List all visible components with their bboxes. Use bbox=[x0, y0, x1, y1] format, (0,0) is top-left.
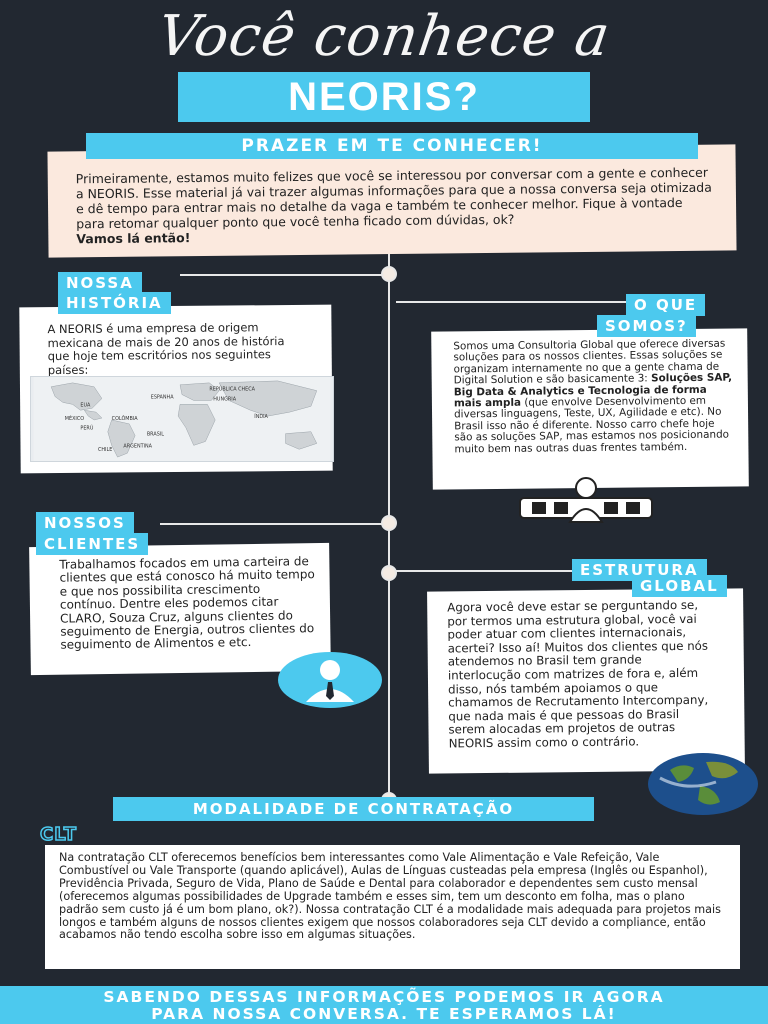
somos-tag: O QUE bbox=[626, 294, 706, 316]
historia-tag-line1: NOSSA bbox=[66, 274, 134, 292]
footer-banner: SABENDO DESSAS INFORMAÇÕES PODEMOS IR AG… bbox=[0, 986, 768, 1024]
country-label: EUA bbox=[80, 402, 91, 408]
clt-card: Na contratação CLT oferecemos benefícios… bbox=[45, 845, 740, 969]
team-icon bbox=[519, 477, 653, 523]
country-label: ÍNDIA bbox=[254, 413, 268, 420]
intro-card: Primeiramente, estamos muito felizes que… bbox=[47, 144, 737, 258]
modalidade-banner: MODALIDADE DE CONTRATAÇÃO bbox=[113, 797, 594, 821]
somos-tag-line2: SOMOS? bbox=[605, 317, 688, 335]
estrutura-card: Agora você deve estar se perguntando se,… bbox=[427, 588, 745, 774]
country-label: COLÔMBIA bbox=[112, 415, 139, 422]
historia-text: A NEORIS é uma empresa de origem mexican… bbox=[47, 320, 285, 377]
historia-tag-2: HISTÓRIA bbox=[58, 292, 171, 314]
country-label: REPÚBLICA CHECA bbox=[209, 386, 255, 393]
footer-line1: SABENDO DESSAS INFORMAÇÕES PODEMOS IR AG… bbox=[103, 988, 665, 1006]
globe-icon bbox=[648, 753, 758, 815]
country-label: ESPANHA bbox=[151, 394, 174, 400]
brand-banner: NEORIS? bbox=[178, 72, 590, 122]
country-label: CHILE bbox=[98, 447, 112, 453]
timeline-connector bbox=[160, 523, 382, 525]
footer-line2: PARA NOSSA CONVERSA. TE ESPERAMOS LÁ! bbox=[151, 1005, 617, 1023]
page-title: Você conhece a bbox=[153, 4, 615, 69]
estrutura-text: Agora você deve estar se perguntando se,… bbox=[447, 597, 709, 751]
world-map-graphic: EUA MÉXICO COLÔMBIA PERÚ BRASIL CHILE AR… bbox=[33, 377, 331, 461]
clt-label: CLT bbox=[39, 823, 77, 846]
timeline-connector bbox=[396, 301, 646, 303]
historia-tag-line2: HISTÓRIA bbox=[66, 294, 163, 312]
clientes-text: Trabalhamos focados em uma carteira de c… bbox=[59, 554, 315, 653]
intro-text: Primeiramente, estamos muito felizes que… bbox=[75, 164, 712, 232]
subtitle-banner: PRAZER EM TE CONHECER! bbox=[86, 133, 698, 159]
clientes-tag-2: CLIENTES bbox=[36, 533, 149, 555]
country-label: ARGENTINA bbox=[123, 443, 152, 449]
country-label: HUNGRIA bbox=[213, 396, 236, 402]
country-label: MÉXICO bbox=[65, 414, 84, 422]
timeline-connector bbox=[396, 570, 574, 572]
country-label: BRASIL bbox=[147, 432, 164, 438]
timeline-dot bbox=[381, 565, 397, 581]
timeline-dot bbox=[381, 515, 397, 531]
historia-tag: NOSSA bbox=[58, 272, 142, 294]
world-map: EUA MÉXICO COLÔMBIA PERÚ BRASIL CHILE AR… bbox=[30, 376, 334, 462]
estrutura-tag-line2: GLOBAL bbox=[640, 577, 719, 595]
person-icon bbox=[278, 652, 382, 708]
clientes-tag-line1: NOSSOS bbox=[44, 514, 126, 532]
timeline-dot bbox=[381, 266, 397, 282]
timeline-connector bbox=[180, 274, 382, 276]
somos-card: Somos uma Consultoria Global que oferece… bbox=[431, 328, 749, 490]
estrutura-tag-line1: ESTRUTURA bbox=[580, 561, 699, 579]
somos-tag-line1: O QUE bbox=[634, 296, 698, 314]
intro-closing: Vamos lá então! bbox=[76, 230, 191, 247]
country-label: PERÚ bbox=[80, 425, 93, 432]
estrutura-tag-2: GLOBAL bbox=[632, 575, 727, 597]
clt-text: Na contratação CLT oferecemos benefícios… bbox=[59, 851, 721, 942]
somos-tag-2: SOMOS? bbox=[597, 315, 696, 337]
clientes-tag: NOSSOS bbox=[36, 512, 134, 534]
clientes-tag-line2: CLIENTES bbox=[44, 535, 141, 553]
